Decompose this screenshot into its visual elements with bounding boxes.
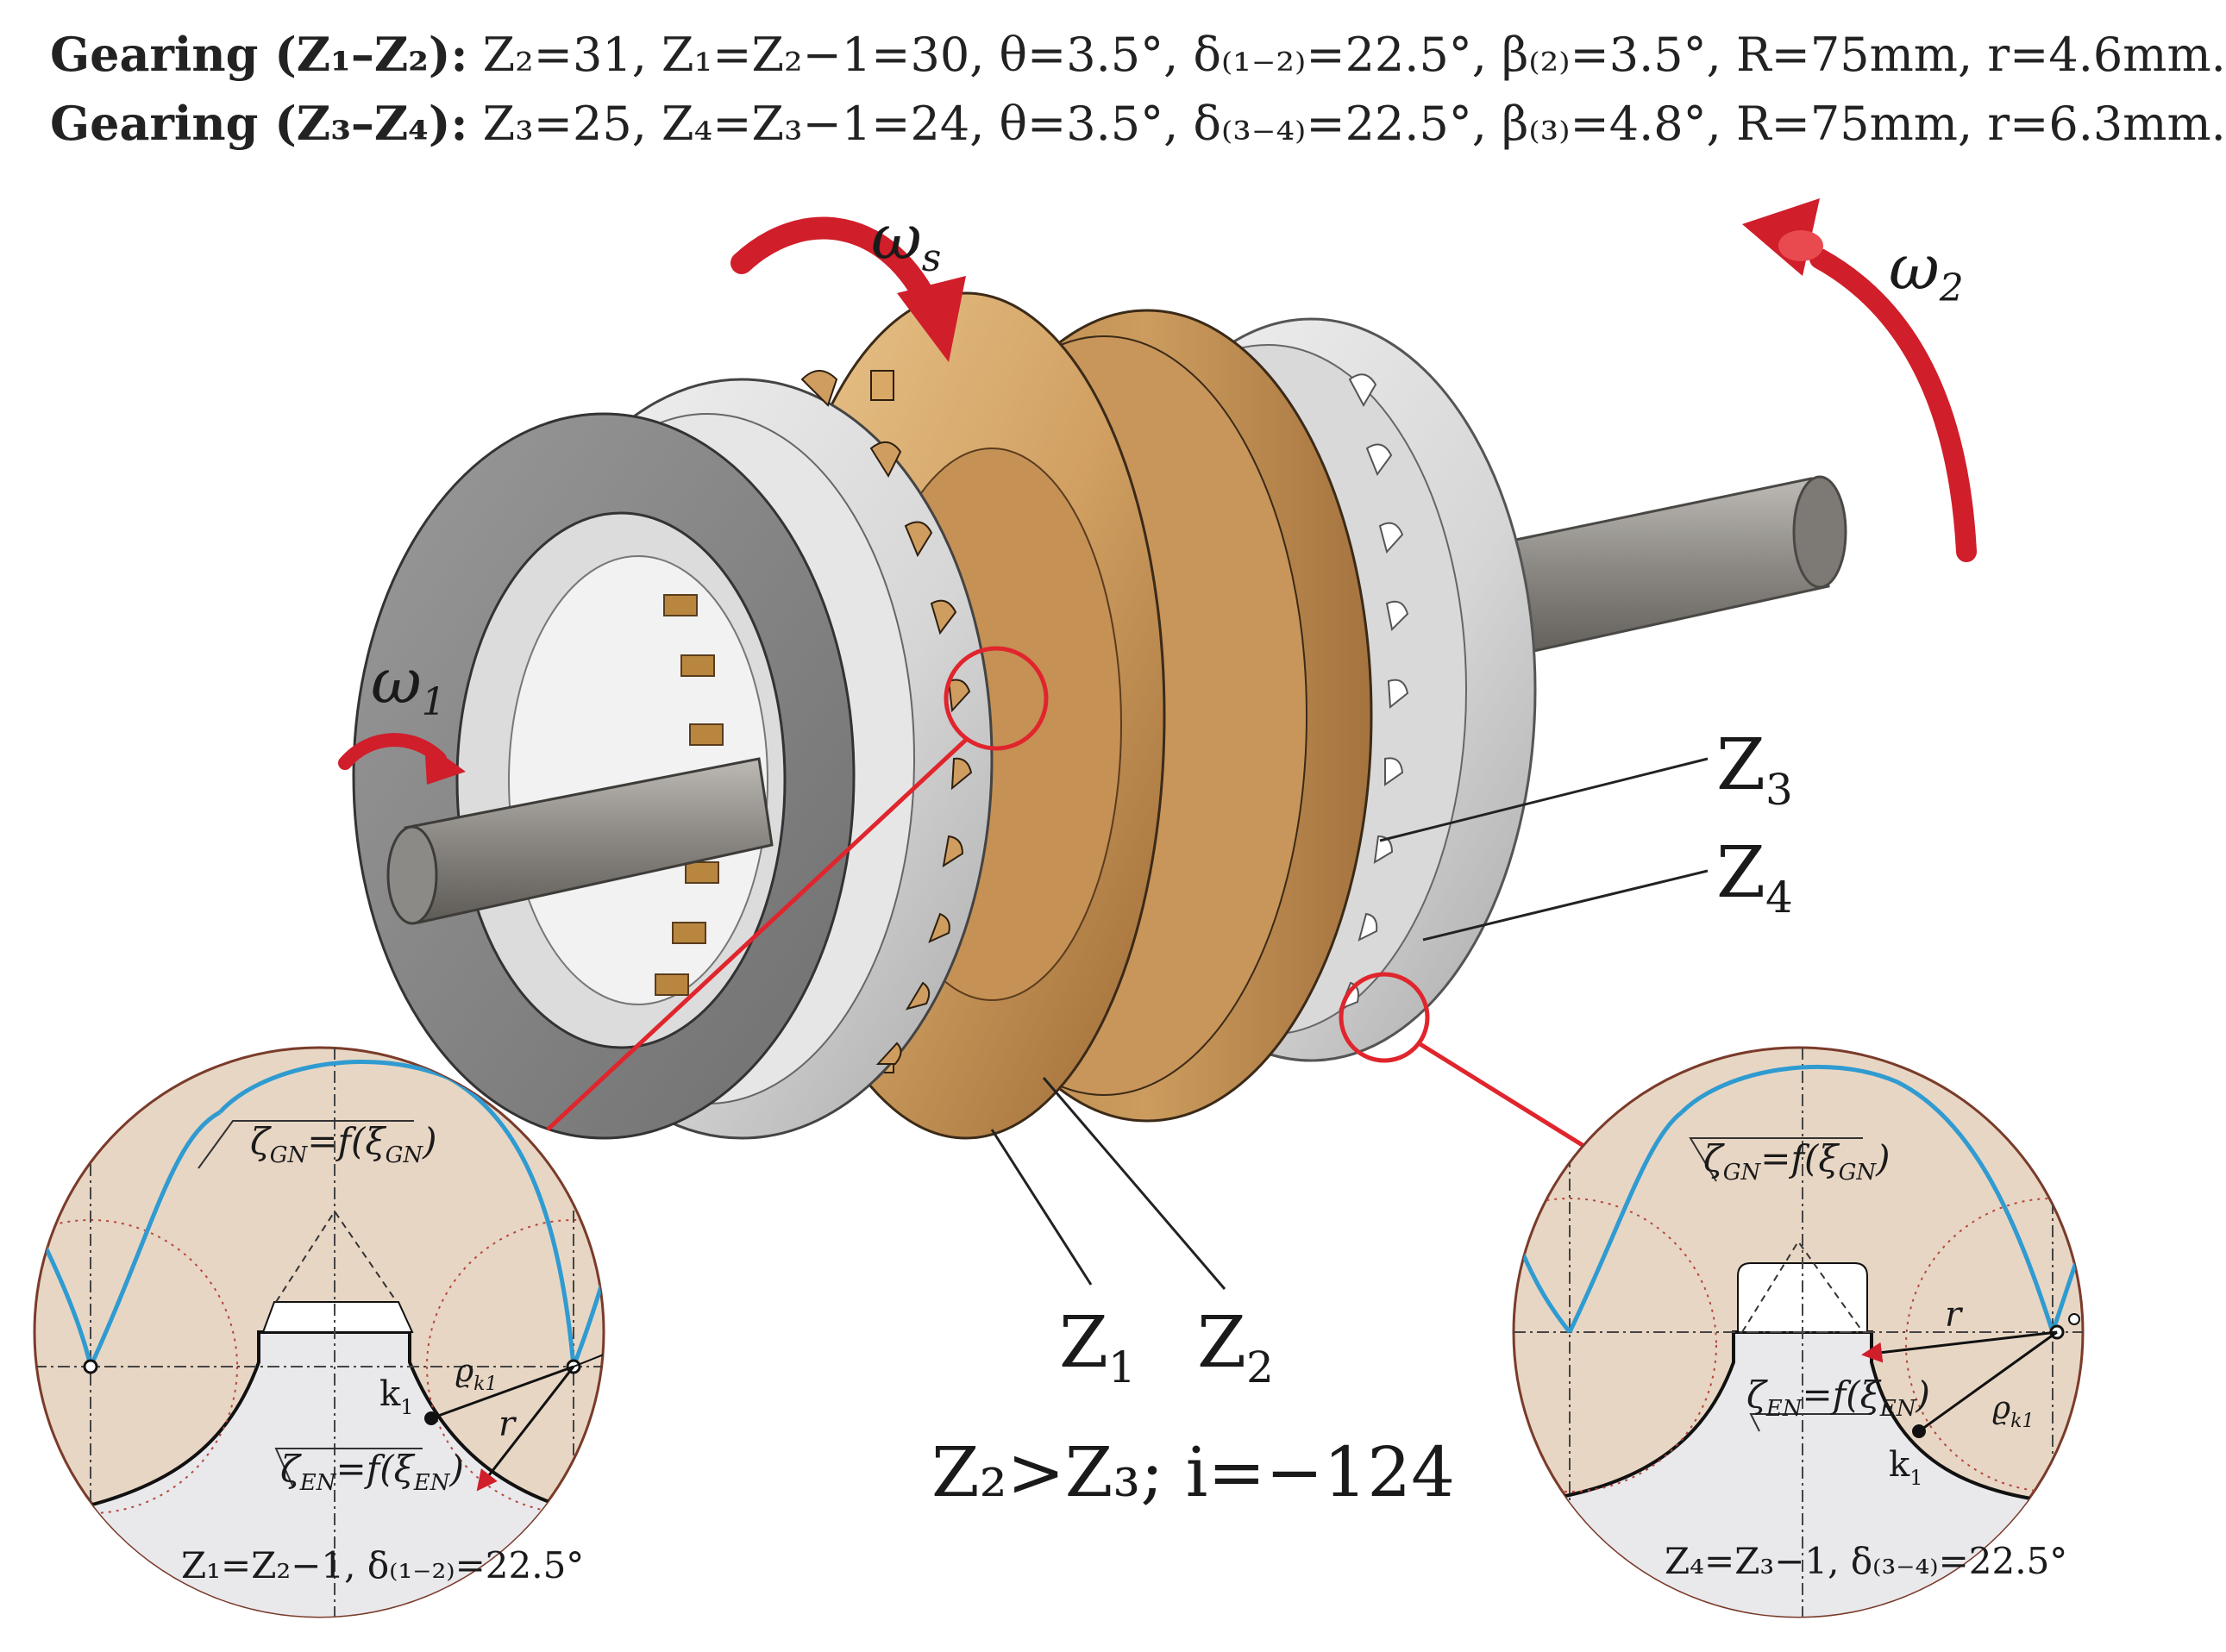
spec-line-gearing-z3-z4: Gearing (Z₃–Z₄): Z₃=25, Z₄=Z₃−1=24, θ=3.… — [50, 93, 2226, 154]
input-shaft — [386, 757, 774, 925]
left-radius-label: r — [498, 1405, 517, 1444]
omega-s-label: ωs — [871, 201, 941, 280]
detail-view-left: ζGN=f(ξGN) ζEN=f(ξEN) k1 ϱk1 r Z₁=Z₂−1, … — [33, 1046, 605, 1618]
omega-2-label: ω2 — [1889, 231, 1964, 310]
detail-view-right: ζGN=f(ξGN) ζEN=f(ξEN) k1 ϱk1 r Z₄=Z₃−1, … — [1512, 1046, 2085, 1618]
spec-label-2: Gearing (Z₃–Z₄): — [50, 96, 468, 151]
spec-line-gearing-z1-z2: Gearing (Z₁–Z₂): Z₂=31, Z₁=Z₂−1=30, θ=3.… — [50, 24, 2226, 85]
rotation-arrow-omega-s — [731, 216, 966, 362]
gear-label-z1: Z1 — [1059, 1302, 1136, 1392]
rotation-arrow-omega-1 — [338, 733, 466, 785]
callout-circle-left — [546, 646, 1049, 1131]
callout-circle-right — [1339, 972, 1615, 1167]
gear-z1-flange — [352, 412, 856, 1140]
gear-z4-teeth — [1339, 373, 1409, 1011]
right-envelope-label: ζEN=f(ξEN) — [1746, 1374, 1930, 1422]
rotation-arrow-omega-2 — [1742, 198, 1977, 562]
gear-leader-lines — [990, 757, 1709, 1290]
right-contact-point-label: k1 — [1889, 1445, 1923, 1490]
gear-label-z4: Z4 — [1716, 832, 1793, 923]
spec-label-1: Gearing (Z₁–Z₂): — [50, 27, 468, 82]
left-detail-caption: Z₁=Z₂−1, δ₍₁₋₂₎=22.5° — [181, 1544, 584, 1586]
gear-label-z3: Z3 — [1716, 724, 1793, 815]
right-radius-label: r — [1945, 1295, 1964, 1335]
gear-label-z2: Z2 — [1197, 1302, 1274, 1392]
gear-z1-teeth — [800, 370, 973, 1065]
ratio-caption: Z₂>Z₃; i=−124 — [931, 1432, 1455, 1512]
spec-params-2: Z₃=25, Z₄=Z₃−1=24, θ=3.5°, δ₍₃₋₄₎=22.5°,… — [482, 97, 2226, 151]
spec-params-1: Z₂=31, Z₁=Z₂−1=30, θ=3.5°, δ₍₁₋₂₎=22.5°,… — [482, 28, 2226, 82]
right-detail-caption: Z₄=Z₃−1, δ₍₃₋₄₎=22.5° — [1665, 1540, 2067, 1582]
